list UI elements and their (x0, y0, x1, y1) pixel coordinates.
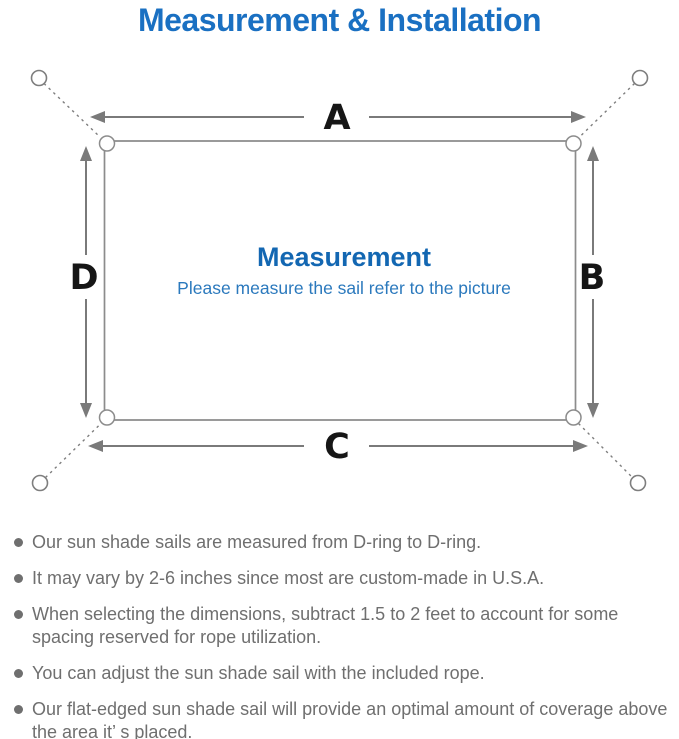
dimension-arrow-b (587, 146, 599, 418)
rope-bottom-right (578, 423, 633, 478)
notes-list: Our sun shade sails are measured from D-… (0, 531, 679, 739)
d-ring-icon (565, 409, 582, 426)
d-ring-icon (98, 409, 116, 426)
arrowhead-down-icon (587, 403, 599, 418)
anchor-point-icon (31, 474, 49, 492)
anchor-points (30, 69, 649, 492)
dimension-label-a: A (323, 98, 350, 138)
corner-d-rings (98, 135, 582, 426)
anchor-point-icon (30, 69, 48, 87)
dimension-label-b: B (579, 258, 606, 298)
diagram-heading: Measurement (257, 242, 431, 272)
dimension-arrow-c (88, 440, 588, 452)
page-title: Measurement & Installation (137, 2, 542, 38)
list-item: Our flat-edged sun shade sail will provi… (0, 698, 679, 739)
dimension-arrow-d (80, 146, 92, 418)
arrowhead-up-icon (587, 146, 599, 161)
dimension-arrow-a (90, 111, 586, 123)
rope-bottom-left (45, 422, 102, 479)
bullet-icon (14, 610, 23, 619)
d-ring-icon (565, 135, 582, 152)
list-item: When selecting the dimensions, subtract … (0, 603, 679, 649)
rope-top-left (43, 82, 101, 138)
note-text: Our flat-edged sun shade sail will provi… (32, 699, 668, 739)
arrowhead-right-icon (573, 440, 588, 452)
arrowhead-left-icon (90, 111, 105, 123)
d-ring-icon (98, 135, 116, 152)
note-text: It may vary by 2-6 inches since most are… (32, 568, 545, 588)
bullet-icon (14, 538, 23, 547)
note-text: When selecting the dimensions, subtract … (32, 604, 619, 647)
bullet-icon (14, 574, 23, 583)
list-item: You can adjust the sun shade sail with t… (0, 662, 679, 685)
bullet-icon (14, 705, 23, 714)
arrowhead-down-icon (80, 403, 92, 418)
note-text: You can adjust the sun shade sail with t… (32, 663, 485, 683)
rope-top-right (579, 82, 635, 138)
anchor-point-icon (631, 69, 649, 87)
bullet-icon (14, 669, 23, 678)
list-item: Our sun shade sails are measured from D-… (0, 531, 679, 554)
anchor-point-icon (629, 474, 647, 492)
arrowhead-left-icon (88, 440, 103, 452)
dimension-label-d: D (69, 258, 98, 298)
note-text: Our sun shade sails are measured from D-… (32, 532, 482, 552)
measurement-diagram: A B C D Measurement Please measure the s… (30, 69, 649, 492)
diagram-subheading: Please measure the sail refer to the pic… (177, 278, 511, 298)
list-item: It may vary by 2-6 inches since most are… (0, 567, 679, 590)
dimension-label-c: C (324, 427, 350, 467)
arrowhead-up-icon (80, 146, 92, 161)
arrowhead-right-icon (571, 111, 586, 123)
sail-outline (103, 140, 577, 421)
